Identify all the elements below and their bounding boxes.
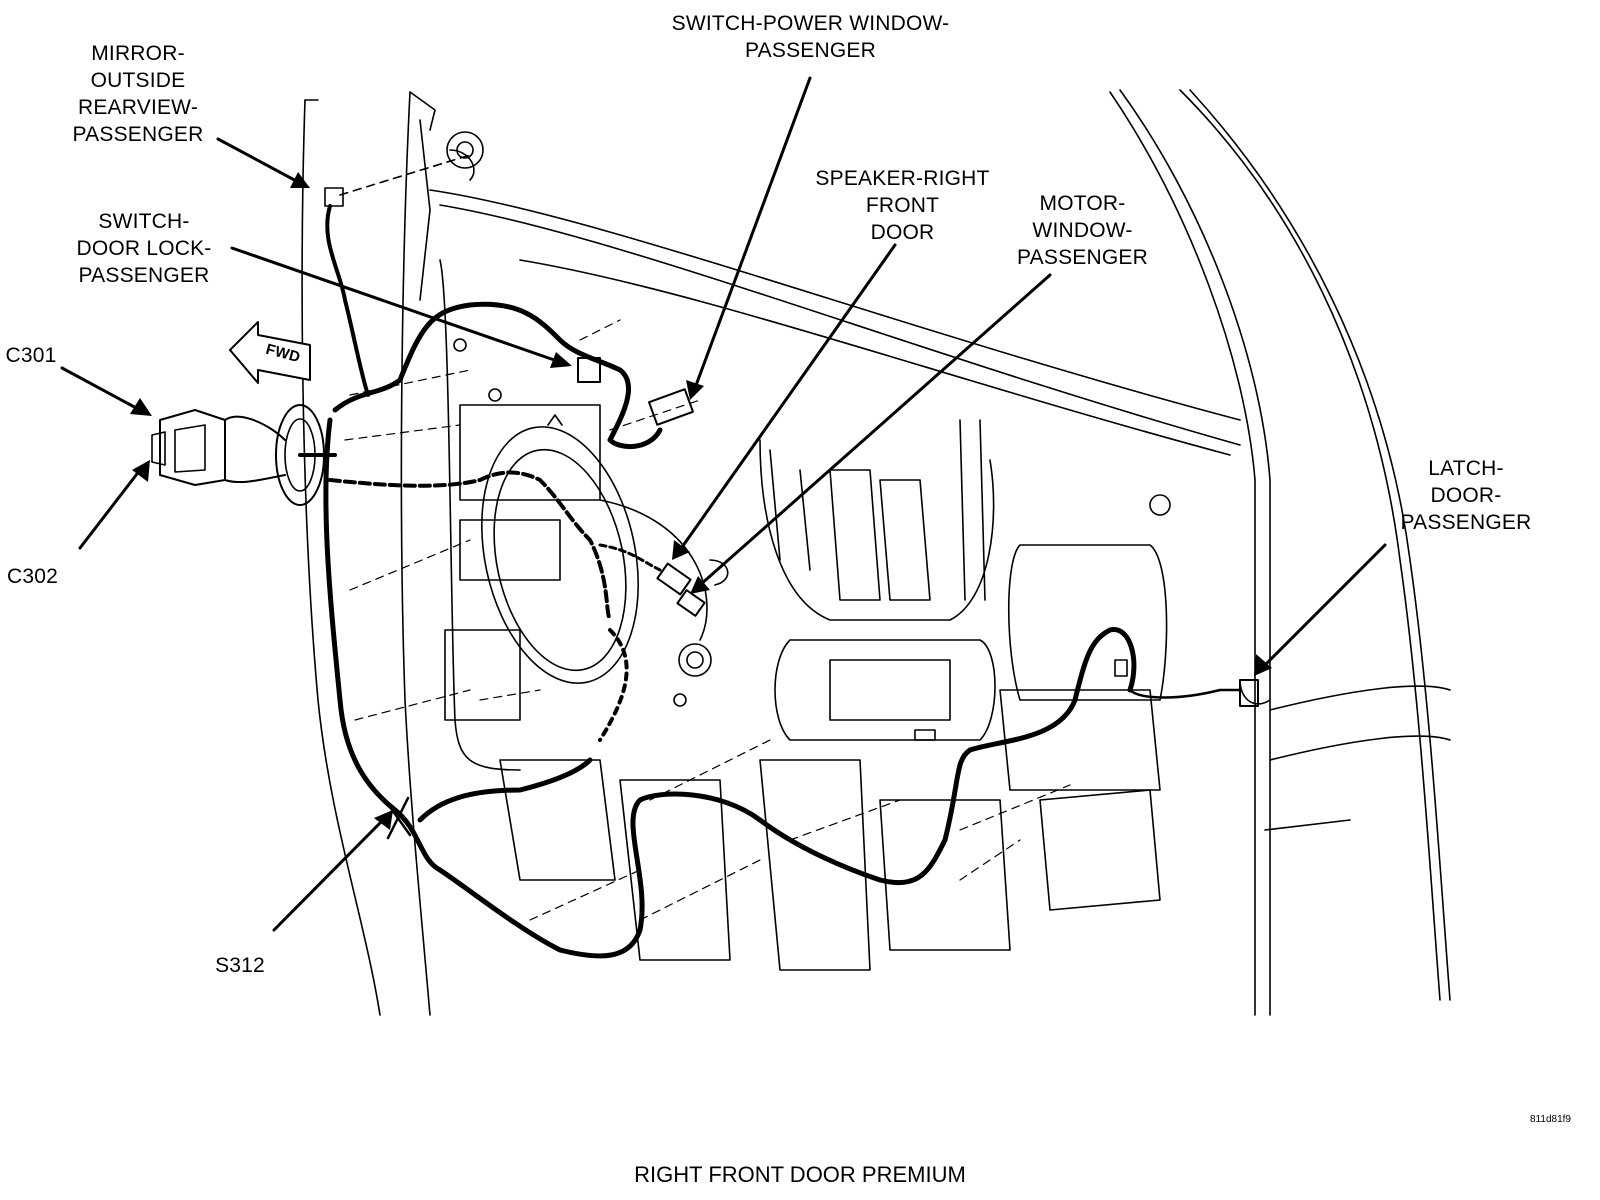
label-c302: C302 <box>6 565 58 588</box>
speaker-opening <box>481 414 639 684</box>
connectors <box>577 357 1259 741</box>
label-motor-window: MOTOR- WINDOW- PASSENGER <box>1017 192 1148 269</box>
label-s312: S312 <box>215 954 265 977</box>
window-channel <box>419 119 1241 456</box>
image-code: 811d81f9 <box>1530 1114 1571 1125</box>
s312-splice-marker <box>383 796 412 840</box>
inner-panel <box>439 259 1271 971</box>
forward-arrow-icon <box>229 321 311 384</box>
label-latch: LATCH- DOOR- PASSENGER <box>1400 457 1532 534</box>
mirror-harness <box>324 154 471 397</box>
clip-leaders <box>344 319 1071 921</box>
label-switch-door-lock: SWITCH- DOOR LOCK- PASSENGER <box>76 210 212 287</box>
c301-c302-connector <box>151 404 337 506</box>
arrowheads <box>130 172 1272 830</box>
label-switch-power-window: SWITCH-POWER WINDOW- PASSENGER <box>671 12 950 62</box>
main-harness <box>323 301 1242 959</box>
door-body-outline <box>301 89 1451 1016</box>
label-mirror: MIRROR- OUTSIDE REARVIEW- PASSENGER <box>72 42 204 146</box>
callout-arrows <box>60 76 1387 932</box>
diagram-caption: RIGHT FRONT DOOR PREMIUM <box>634 1162 966 1187</box>
label-c301: C301 <box>5 344 57 367</box>
label-speaker: SPEAKER-RIGHT FRONT DOOR <box>815 167 990 244</box>
